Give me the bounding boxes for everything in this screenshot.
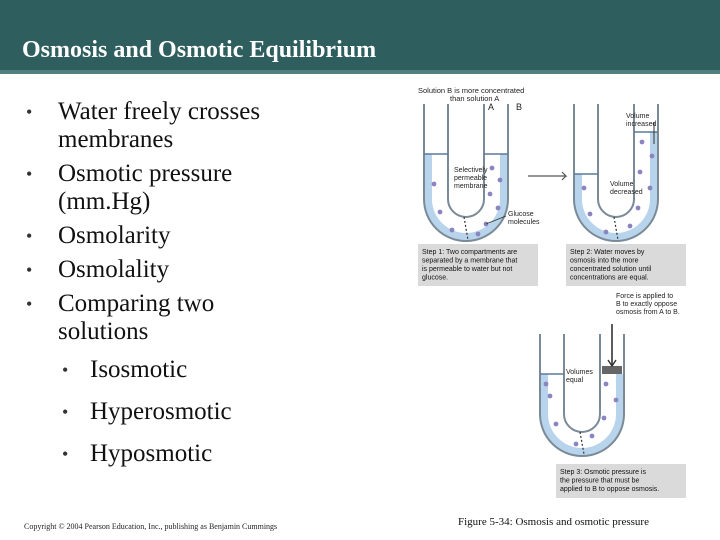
- u-tube-step2: [573, 104, 659, 242]
- title-bar: [0, 0, 720, 74]
- bullet-dot-icon: •: [62, 360, 69, 380]
- force-label: Force is applied to B to exactly oppose …: [616, 293, 680, 316]
- sub-bullet-text: Isosmotic: [90, 356, 188, 383]
- osmosis-figure: Solution B is more concentrated than sol…: [418, 86, 686, 498]
- sub-bullet-text: Hyposmotic: [90, 440, 213, 467]
- bullet-dot-icon: •: [62, 444, 69, 464]
- glucose-dots-3: [543, 381, 619, 447]
- figure-top-note-2: than solution A: [450, 94, 499, 103]
- glucose-label: Glucose molecules: [508, 211, 540, 226]
- step3-text: Step 3: Osmotic pressure is the pressure…: [560, 469, 659, 493]
- bullet-text-cont: membranes: [58, 126, 174, 153]
- sub-bullet-text: Hyperosmotic: [90, 398, 232, 425]
- slide-title: Osmosis and Osmotic Equilibrium: [22, 37, 377, 63]
- volume-increased-label: Volume increased: [626, 113, 656, 128]
- sub-bullet-item: • Hyposmotic: [26, 440, 376, 468]
- bullet-text: Water freely crosses: [58, 98, 261, 125]
- piston-icon: [602, 366, 622, 374]
- bullet-text: Osmotic pressure: [58, 160, 233, 187]
- bullet-dot-icon: •: [62, 402, 69, 422]
- arrow-icon: [528, 171, 568, 181]
- membrane-label: Selectively permeable membrane: [454, 167, 489, 190]
- bullet-item: • Osmolarity: [26, 222, 376, 250]
- u-tube-step3: [539, 324, 625, 457]
- bullet-item: • Osmotic pressure(mm.Hg): [26, 160, 376, 216]
- glucose-dots-2: [581, 139, 655, 235]
- title-bar-accent: [0, 70, 720, 74]
- bullet-text-cont: solutions: [58, 318, 149, 345]
- label-a: A: [488, 102, 494, 112]
- volumes-equal-label: Volumes equal: [566, 369, 595, 384]
- sub-bullet-item: • Isosmotic: [26, 356, 376, 384]
- bullet-dot-icon: •: [26, 102, 33, 122]
- bullet-text: Osmolarity: [58, 222, 171, 249]
- step2-box: [566, 244, 686, 286]
- u-tube-step1: [423, 104, 509, 242]
- bullet-text: Osmolality: [58, 256, 170, 283]
- bullet-text-cont: (mm.Hg): [58, 188, 151, 215]
- bullet-dot-icon: •: [26, 260, 33, 280]
- bullet-dot-icon: •: [26, 294, 33, 314]
- copyright-text: Copyright © 2004 Pearson Education, Inc.…: [24, 522, 278, 531]
- sub-bullet-item: • Hyperosmotic: [26, 398, 376, 426]
- volume-decreased-label: Volume decreased: [610, 181, 643, 196]
- glucose-dots-1: [431, 165, 503, 237]
- bullet-dot-icon: •: [26, 164, 33, 184]
- step3-box: [556, 464, 686, 498]
- label-b: B: [516, 102, 522, 112]
- bullet-text: Comparing two: [58, 290, 215, 317]
- step1-text: Step 1: Two compartments are separated b…: [422, 249, 519, 282]
- bullet-item: • Osmolality: [26, 256, 376, 284]
- step1-box: [418, 244, 538, 286]
- bullet-dot-icon: •: [26, 226, 33, 246]
- step2-text: Step 2: Water moves by osmosis into the …: [570, 249, 653, 282]
- figure-top-note: Solution B is more concentrated: [418, 86, 524, 95]
- figure-caption: Figure 5-34: Osmosis and osmotic pressur…: [458, 516, 649, 528]
